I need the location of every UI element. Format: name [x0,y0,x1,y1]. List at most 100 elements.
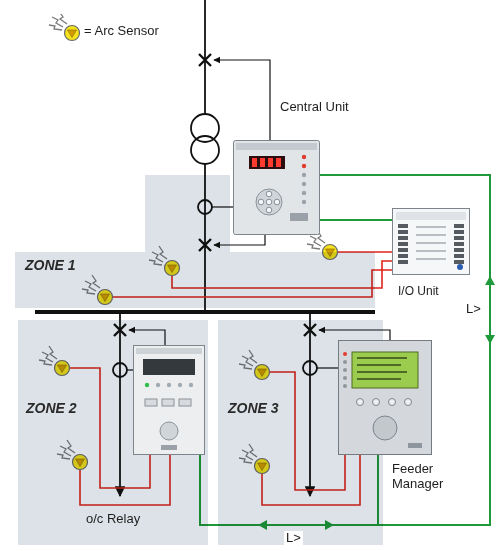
display-digit [260,158,265,167]
circuit-breaker [199,54,211,66]
manager-lcd [352,352,418,388]
status-led [156,383,160,387]
lcd-line [357,371,407,373]
terminal [398,236,408,240]
keypad-button [274,199,280,205]
unit-slot [290,213,308,221]
panel-marking [416,226,446,228]
oc-relay-shape [133,345,205,455]
unit-case [234,141,320,235]
terminal [454,224,464,228]
keypad-button [266,199,272,205]
arc-sensor-sample [49,14,80,41]
terminal [398,254,408,258]
lcd-line [357,364,401,366]
link-label: L> [464,302,483,317]
transformer-winding [191,114,219,142]
feeder-manager-shape [338,340,432,455]
status-led [167,383,171,387]
terminal [454,254,464,258]
transformer-winding [191,136,219,164]
relay-port [161,445,177,450]
unit-top-strip [236,143,317,150]
zone-band-shape [15,175,375,308]
unit-display [249,156,285,169]
status-led [343,360,347,364]
legend-sample [46,14,82,48]
zone-band: ZONE 2 o/c Relay [18,320,208,545]
status-led [302,155,306,159]
zone-label: ZONE 1 [25,257,76,273]
status-led [302,191,306,195]
keypad-button [258,199,264,205]
terminal [454,242,464,246]
panel-marking [416,250,446,252]
terminal [398,230,408,234]
zone-label: ZONE 3 [228,400,279,416]
keypad [256,189,282,215]
terminal [398,248,408,252]
panel-marking [416,234,446,236]
terminal [398,242,408,246]
oc-relay: o/c Relay [133,345,205,455]
display-digit [268,158,273,167]
busbar [35,310,375,314]
central-unit: Central Unit [233,140,320,235]
manager-keypad [373,416,397,440]
device-label: o/c Relay [86,512,140,527]
incoming-line [204,0,206,114]
device-label: I/O Unit [398,285,439,299]
device-label: Central Unit [280,100,349,115]
relay-display [143,359,195,375]
terminal [398,260,408,264]
feeder-manager: Feeder Manager [338,340,432,455]
terminal [398,224,408,228]
device-label: Feeder Manager [392,462,472,492]
status-led [302,200,306,204]
arrow-head [485,276,495,285]
link-label: L> [284,531,303,546]
zone-label: ZONE 2 [26,400,77,416]
manager-button [373,399,380,406]
lcd-line [357,357,407,359]
status-led [302,164,306,168]
zone-band: ZONE 1 [15,175,375,308]
panel-marking [416,258,446,260]
relay-button [162,399,174,406]
status-led [302,173,306,177]
unit-case [393,209,470,275]
relay-button [145,399,157,406]
relay-top-strip [136,348,202,354]
trip-wire [214,60,270,140]
display-digit [276,158,281,167]
terminal [454,230,464,234]
status-led [189,383,193,387]
status-led [178,383,182,387]
zone-area [18,320,208,545]
status-led [343,376,347,380]
panel-marking [416,242,446,244]
zone-area [15,175,375,308]
manager-button [389,399,396,406]
status-led [343,352,347,356]
keypad-button [266,207,272,213]
legend-text: = Arc Sensor [84,24,159,39]
relay-button [179,399,191,406]
manager-port [408,443,422,448]
unit-header [396,212,466,220]
status-led [145,383,149,387]
communication-link [320,219,392,221]
relay-case [134,346,205,455]
keypad-button [266,191,272,197]
display-digit [252,158,257,167]
io-unit: I/O Unit [392,208,470,275]
manager-button [357,399,364,406]
status-led [302,182,306,186]
manager-button [405,399,412,406]
terminal [454,248,464,252]
status-led [343,384,347,388]
io-unit-shape [392,208,470,275]
terminal [454,236,464,240]
brand-dot [457,264,463,270]
